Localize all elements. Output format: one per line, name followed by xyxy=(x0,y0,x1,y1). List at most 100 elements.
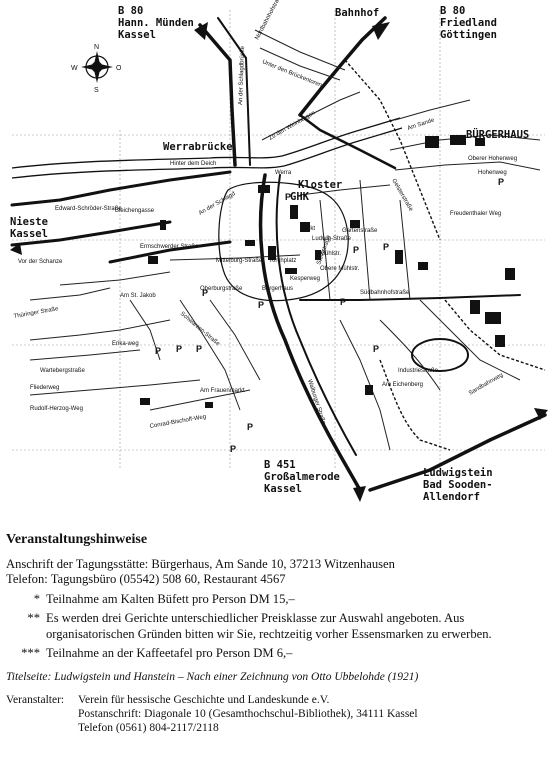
street-label: Oberburgstraße xyxy=(200,286,243,292)
event-info: Veranstaltungshinweise Anschrift der Tag… xyxy=(6,532,546,735)
road-destinations: B 80 Hann. Münden Kassel Bahnhof B 80 Fr… xyxy=(10,5,529,503)
street-label: Freudenthaler Weg xyxy=(450,211,501,217)
street-label: Ermschwerder Straße xyxy=(140,244,199,250)
buildings xyxy=(140,135,515,408)
street-label: Bleichengasse xyxy=(115,208,155,214)
b80-kassel-label-3: Kassel xyxy=(118,29,156,41)
b80-goettingen-label-3: Göttingen xyxy=(440,29,497,41)
note-item: * Teilnahme am Kalten Büfett pro Person … xyxy=(6,592,546,608)
street-label: Obere Mühlstr. xyxy=(320,266,360,272)
street-label: Fliederweg xyxy=(30,385,59,391)
organizer-details: Verein für hessische Geschichte und Land… xyxy=(78,693,418,735)
svg-text:P: P xyxy=(340,297,346,307)
svg-text:P: P xyxy=(258,300,264,310)
svg-text:P: P xyxy=(247,422,253,432)
street-labels: Nordbahnhofstraße Unter den Brückentoren… xyxy=(13,0,517,430)
note-text: Teilnahme am Kalten Büfett pro Person DM… xyxy=(46,591,295,606)
street-label: Kesperweg xyxy=(290,276,320,282)
street-label: Nordbahnhofstraße xyxy=(254,0,284,41)
svg-text:P: P xyxy=(373,344,379,354)
note-text: Es werden drei Gerichte unterschiedliche… xyxy=(46,611,492,641)
streets xyxy=(29,29,541,451)
svg-text:P: P xyxy=(498,177,504,187)
svg-text:P: P xyxy=(176,344,182,354)
street-label: An der Schlagdbrücke xyxy=(238,45,246,105)
ludwigstein-label-1: Ludwigstein xyxy=(423,467,493,479)
street-label: Hohenweg xyxy=(478,170,507,176)
city-map: P P P P P P P P P P P P P N S W O B 80 H… xyxy=(10,0,548,503)
compass-w: W xyxy=(71,65,78,72)
sports-track xyxy=(411,338,469,372)
street-label: Thüringer Straße xyxy=(13,306,59,320)
nieste-label-1: Nieste xyxy=(10,216,48,228)
organizer-block: Veranstalter: Verein für hessische Gesch… xyxy=(6,693,546,735)
compass-s: S xyxy=(94,87,99,94)
note-mark: ** xyxy=(27,611,40,625)
note-text: Teilnahme an der Kaffeetafel pro Person … xyxy=(46,646,293,660)
street-label: Bürgerhaus xyxy=(262,286,293,292)
svg-text:P: P xyxy=(353,245,359,255)
b451-label-3: Kassel xyxy=(264,483,302,495)
street-label: Edward-Schröder-Straße xyxy=(55,206,122,212)
street-label: Sandbahnweg xyxy=(468,372,504,396)
phone-line: Telefon: Tagungsbüro (05542) 508 60, Res… xyxy=(6,572,286,586)
street-label: Mühlstr. xyxy=(320,251,341,257)
street-label: Rudolf-Herzog-Weg xyxy=(30,406,83,412)
address-line: Anschrift der Tagungsstätte: Bürgerhaus,… xyxy=(6,556,395,571)
organizer-line: Postanschrift: Diagonale 10 (Gesamthochs… xyxy=(78,708,418,720)
railway xyxy=(344,59,546,451)
street-label: An der Schlagd xyxy=(198,191,237,217)
organizer-line: Telefon (0561) 804-2117/2118 xyxy=(78,722,219,734)
b80-kassel-label-1: B 80 xyxy=(118,5,143,17)
street-label: Am Eichenberg xyxy=(382,382,423,388)
note-mark: *** xyxy=(21,646,40,660)
ludwigstein-label-2: Bad Sooden- xyxy=(423,479,493,491)
ghk-label: GHK xyxy=(290,191,310,203)
b80-goettingen-label-1: B 80 xyxy=(440,5,465,17)
buergerhaus-label: BÜRGERHAUS xyxy=(466,127,529,141)
street-label: Werra xyxy=(275,170,292,176)
svg-text:P: P xyxy=(196,344,202,354)
svg-text:P: P xyxy=(383,242,389,252)
street-label: Mittelburg-Straße xyxy=(216,258,263,264)
compass-o: O xyxy=(116,65,122,72)
street-label: Ludwig-Straße xyxy=(312,236,352,242)
nieste-label-2: Kassel xyxy=(10,228,48,240)
street-label: Kirchplatz xyxy=(270,258,296,264)
street-label: Wartebergstraße xyxy=(40,368,85,374)
b80-goettingen-label-2: Friedland xyxy=(440,17,497,29)
street-label: Am St. Jakob xyxy=(120,293,156,299)
street-label: Gelsterstraße xyxy=(390,178,414,213)
svg-text:P: P xyxy=(230,444,236,454)
street-label: Zu den Weinbergen xyxy=(268,110,317,141)
street-label: Südbahnhofstraße xyxy=(360,290,410,296)
parking-markers: P P P P P P P P P P P P P xyxy=(155,177,504,454)
street-label: Industriestraße xyxy=(398,368,439,374)
street-label: Erika-weg xyxy=(112,341,139,347)
b451-label-2: Großalmerode xyxy=(264,471,340,483)
svg-text:P: P xyxy=(202,288,208,298)
werrabruecke-label: Werrabrücke xyxy=(163,141,233,153)
street-label: Gartenstraße xyxy=(342,228,378,234)
street-label: Am Frauenmarkt xyxy=(200,388,245,394)
note-item: *** Teilnahme an der Kaffeetafel pro Per… xyxy=(6,646,546,662)
compass-rose: N S W O xyxy=(71,44,122,94)
map-grid xyxy=(12,10,545,470)
note-mark: * xyxy=(33,591,40,606)
b80-kassel-label-2: Hann. Münden xyxy=(118,17,194,29)
kloster-label: Kloster xyxy=(298,179,342,191)
direction-arrows xyxy=(10,22,548,502)
street-label: Markt xyxy=(300,226,315,232)
street-label: Oberer Hohenweg xyxy=(468,156,517,162)
organizer-line: Verein für hessische Geschichte und Land… xyxy=(78,694,330,706)
note-item: ** Es werden drei Gerichte unterschiedli… xyxy=(6,611,546,642)
ludwigstein-label-3: Allendorf xyxy=(423,491,480,503)
street-label: Conrad-Bischoff-Weg xyxy=(149,414,206,430)
street-label: Hinter dem Deich xyxy=(170,161,216,167)
compass-n: N xyxy=(94,44,99,51)
street-label: Am Sande xyxy=(407,117,436,132)
street-label: Unter den Brückentoren xyxy=(261,59,322,88)
info-title: Veranstaltungshinweise xyxy=(6,532,148,547)
organizer-label: Veranstalter: xyxy=(6,694,65,706)
title-credit: Titelseite: Ludwigstein und Hanstein – N… xyxy=(6,670,419,683)
